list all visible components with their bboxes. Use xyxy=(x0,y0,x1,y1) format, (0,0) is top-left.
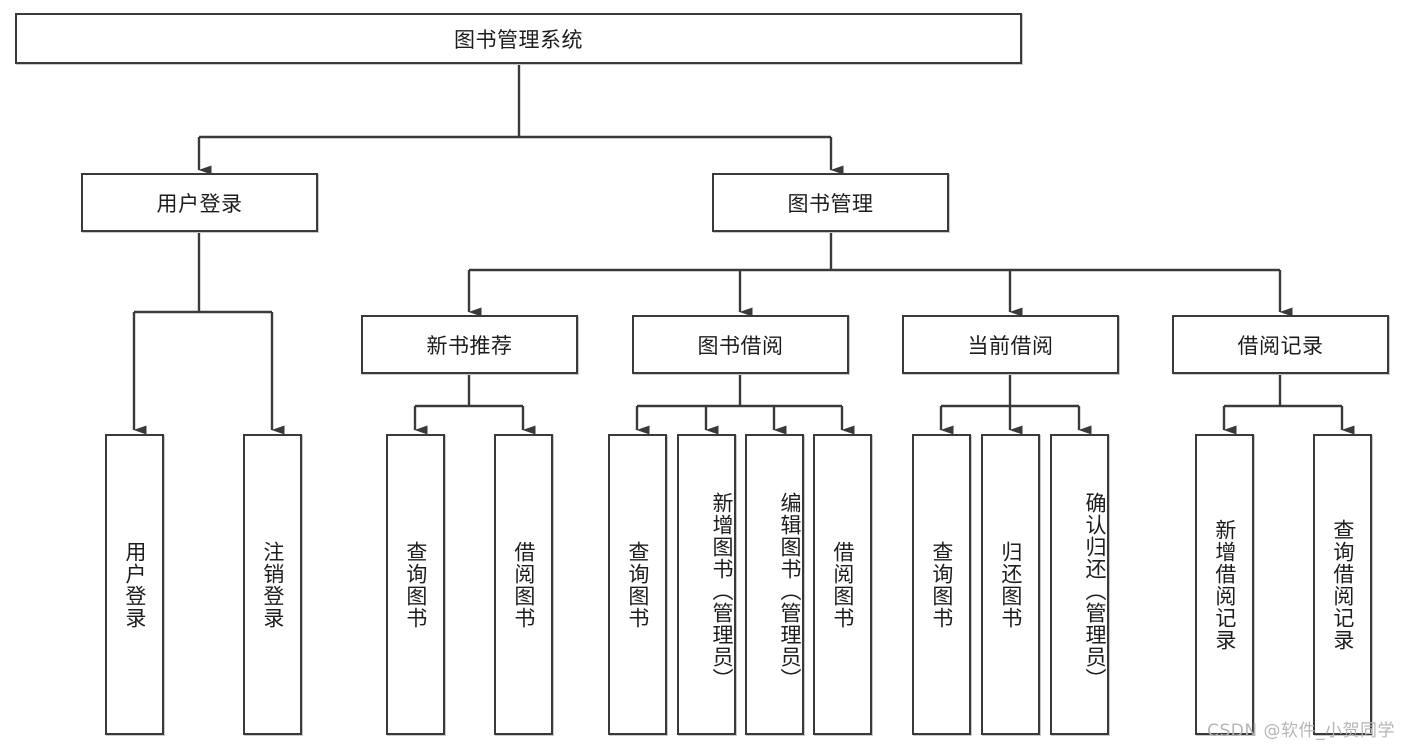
node-leaf-add-book-label: 新增图书（管理员） xyxy=(710,491,734,690)
node-current-borrow[interactable]: 当前借阅 xyxy=(902,315,1119,374)
node-leaf-user-login[interactable]: 用户登录 xyxy=(105,434,164,735)
node-root-label: 图书管理系统 xyxy=(454,27,583,52)
node-leaf-query-book-2[interactable]: 查询图书 xyxy=(608,434,667,735)
node-leaf-edit-book-label: 编辑图书（管理员） xyxy=(778,491,802,690)
node-leaf-query-book-1[interactable]: 查询图书 xyxy=(386,434,445,735)
node-new-book-rec-label: 新书推荐 xyxy=(426,333,513,358)
node-leaf-confirm-return[interactable]: 确认归还（管理员） xyxy=(1050,434,1109,735)
node-leaf-confirm-return-label: 确认归还（管理员） xyxy=(1083,491,1107,690)
node-book-manage[interactable]: 图书管理 xyxy=(712,173,949,232)
node-current-borrow-label: 当前借阅 xyxy=(967,333,1054,358)
node-leaf-borrow-book-2-label: 借阅图书 xyxy=(830,540,855,629)
node-leaf-edit-book[interactable]: 编辑图书（管理员） xyxy=(745,434,804,735)
node-leaf-borrow-book-1[interactable]: 借阅图书 xyxy=(494,434,553,735)
node-leaf-query-book-3-label: 查询图书 xyxy=(929,540,954,629)
node-leaf-logout[interactable]: 注销登录 xyxy=(243,434,302,735)
node-leaf-borrow-book-2[interactable]: 借阅图书 xyxy=(813,434,872,735)
node-leaf-query-book-3[interactable]: 查询图书 xyxy=(912,434,971,735)
node-book-manage-label: 图书管理 xyxy=(787,191,874,216)
node-user-login[interactable]: 用户登录 xyxy=(81,173,318,232)
node-user-login-label: 用户登录 xyxy=(156,191,243,216)
node-leaf-logout-label: 注销登录 xyxy=(260,540,285,629)
node-leaf-borrow-book-1-label: 借阅图书 xyxy=(511,540,536,629)
node-leaf-query-record[interactable]: 查询借阅记录 xyxy=(1313,434,1372,735)
node-new-book-rec[interactable]: 新书推荐 xyxy=(361,315,578,374)
node-leaf-add-book[interactable]: 新增图书（管理员） xyxy=(677,434,736,735)
node-leaf-return-book[interactable]: 归还图书 xyxy=(981,434,1040,735)
node-leaf-return-book-label: 归还图书 xyxy=(998,540,1023,629)
node-leaf-add-record[interactable]: 新增借阅记录 xyxy=(1195,434,1254,735)
node-book-borrow-label: 图书借阅 xyxy=(697,333,784,358)
node-borrow-record[interactable]: 借阅记录 xyxy=(1172,315,1389,374)
node-borrow-record-label: 借阅记录 xyxy=(1237,333,1324,358)
node-book-borrow[interactable]: 图书借阅 xyxy=(632,315,849,374)
node-leaf-query-book-1-label: 查询图书 xyxy=(403,540,428,629)
node-leaf-query-book-2-label: 查询图书 xyxy=(625,540,650,629)
node-leaf-user-login-label: 用户登录 xyxy=(122,540,147,629)
node-leaf-query-record-label: 查询借阅记录 xyxy=(1330,518,1355,651)
node-leaf-add-record-label: 新增借阅记录 xyxy=(1212,518,1237,651)
node-root[interactable]: 图书管理系统 xyxy=(15,13,1022,64)
